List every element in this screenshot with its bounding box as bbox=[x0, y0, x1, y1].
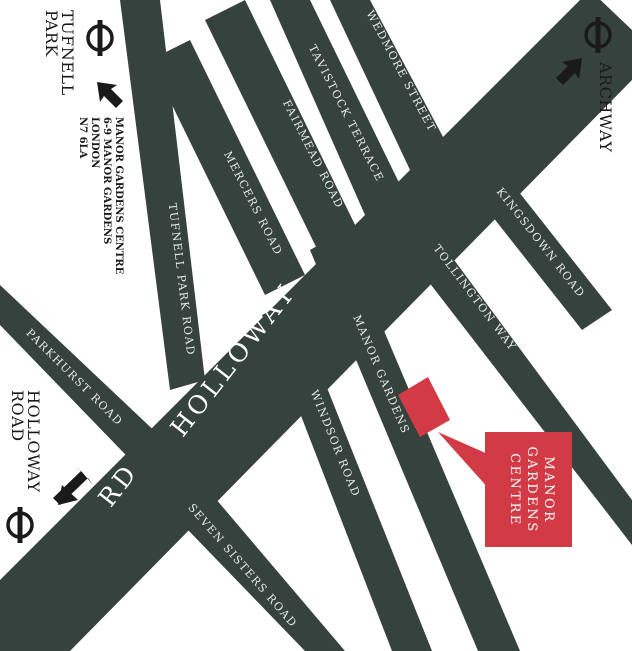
station-label-park: PARK bbox=[42, 10, 61, 57]
label-kingsdown-road: KINGSDOWN ROAD bbox=[494, 185, 588, 300]
underground-roundel-icon bbox=[584, 17, 612, 53]
station-archway: ARCHWAY bbox=[556, 17, 615, 152]
road-parkhurst-road bbox=[0, 285, 180, 480]
underground-roundel-icon bbox=[86, 20, 114, 56]
road-windsor-road bbox=[262, 300, 432, 651]
address-line-4: N7 6LA bbox=[77, 117, 88, 159]
address-line-1: MANOR GARDENS CENTRE bbox=[113, 117, 124, 275]
manor-gardens-centre-marker: MANOR GARDENS CENTRE bbox=[398, 377, 572, 547]
building-highlight bbox=[398, 377, 450, 437]
callout-pointer bbox=[438, 432, 490, 490]
road-tavistock-terrace bbox=[270, 0, 405, 215]
callout-line-2: GARDENS bbox=[524, 446, 539, 533]
underground-roundel-icon bbox=[6, 507, 34, 543]
address-line-2: 6-9 MANOR GARDENS bbox=[101, 117, 112, 244]
direction-arrow-icon bbox=[556, 58, 582, 85]
road-kingsdown-road bbox=[440, 130, 612, 330]
label-seven-sisters-road: SEVEN SISTERS ROAD bbox=[185, 501, 300, 630]
road-wedmore-street bbox=[330, 0, 450, 170]
station-label-holloway: HOLLOWAY bbox=[24, 390, 43, 493]
callout-box bbox=[485, 432, 572, 547]
address-line-3: LONDON bbox=[89, 117, 100, 168]
address-block: MANOR GARDENS CENTRE 6-9 MANOR GARDENS L… bbox=[77, 117, 124, 275]
station-label-archway: ARCHWAY bbox=[596, 61, 615, 152]
station-holloway-road: HOLLOWAY ROAD bbox=[6, 390, 93, 543]
road-tufnell-park-road bbox=[120, 0, 205, 390]
callout-line-3: CENTRE bbox=[507, 453, 522, 527]
road-seven-sisters-road bbox=[130, 445, 345, 651]
callout-line-1: MANOR bbox=[541, 456, 556, 523]
road-manor-gardens bbox=[310, 232, 520, 651]
road-mercers-road bbox=[150, 40, 305, 295]
road-fairmead-road bbox=[205, 0, 360, 255]
station-tufnell-park: TUFNELL PARK bbox=[42, 10, 123, 108]
station-label-road: ROAD bbox=[8, 390, 27, 442]
direction-arrow-head bbox=[58, 485, 78, 505]
direction-arrow-icon bbox=[97, 82, 123, 108]
station-label-tufnell: TUFNELL bbox=[58, 10, 77, 96]
